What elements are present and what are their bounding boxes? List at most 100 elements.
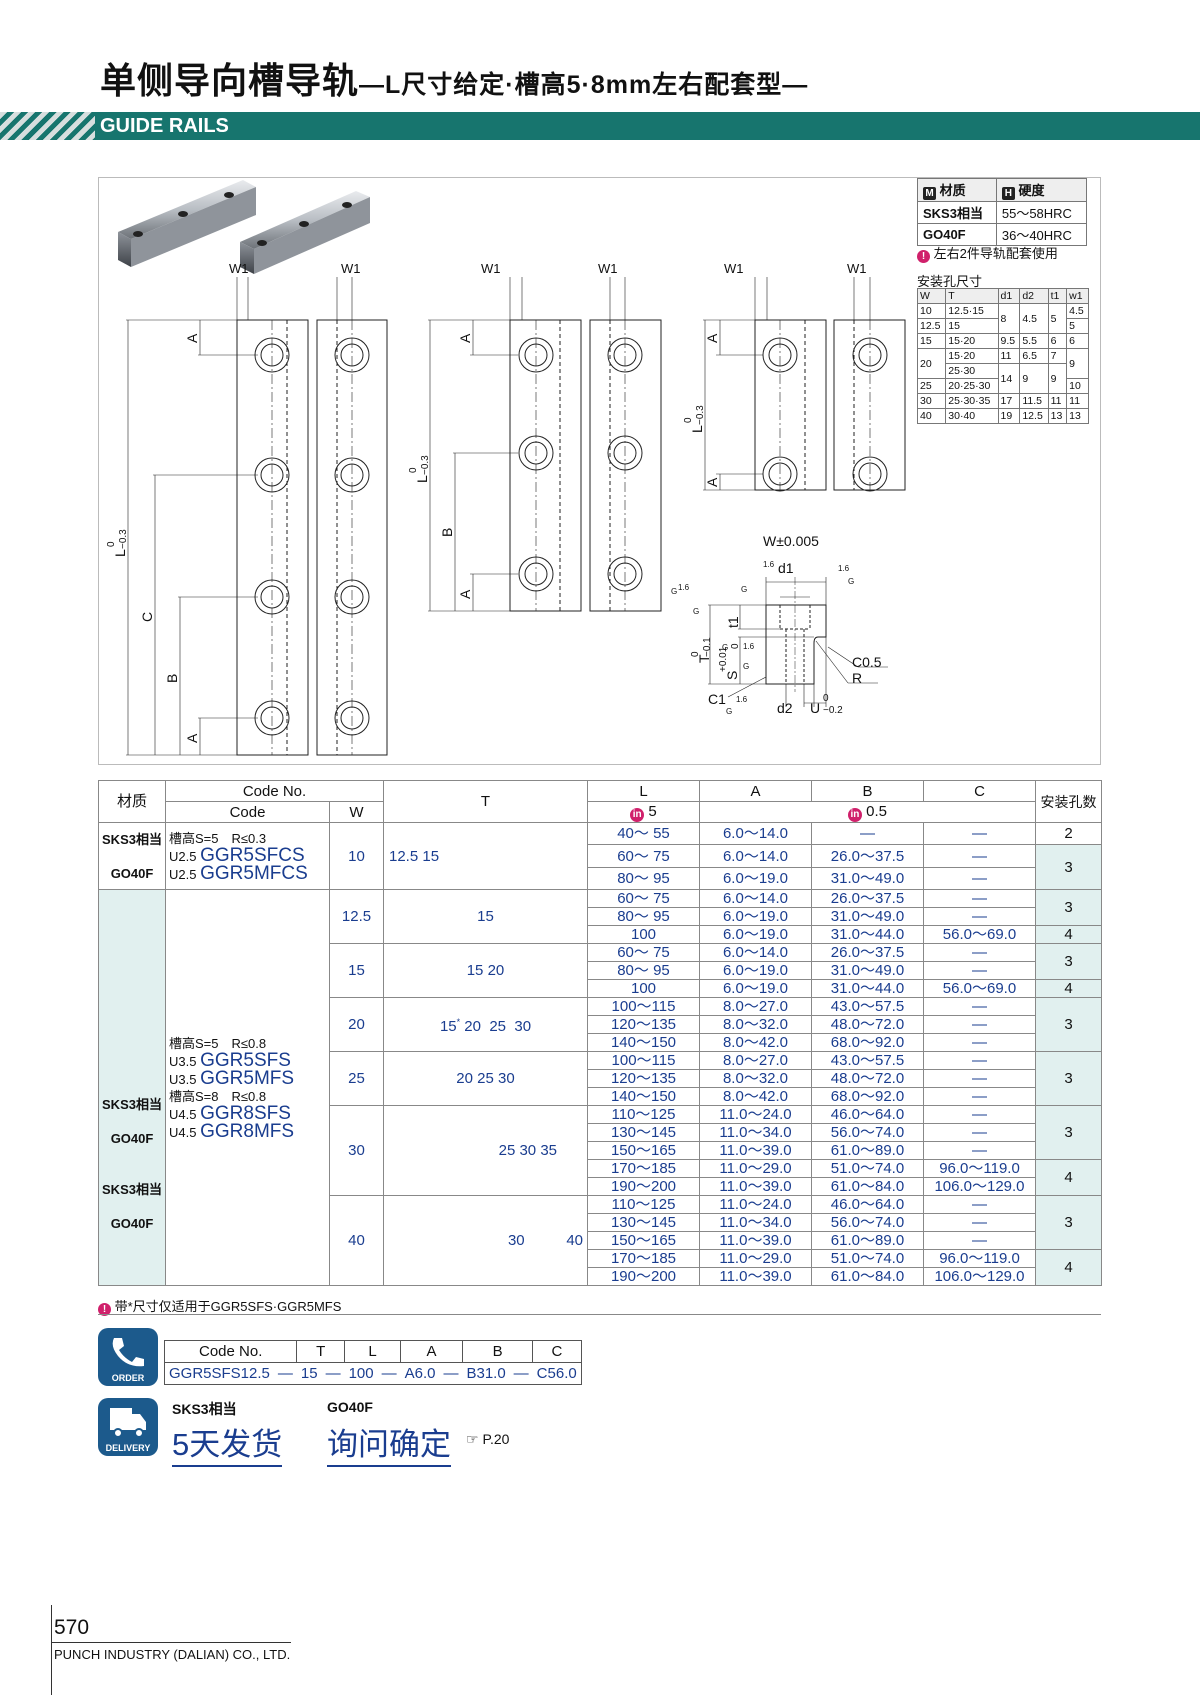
truck-icon <box>110 1408 146 1438</box>
page-title: 单侧导向槽导轨—L尺寸给定·槽高5·8mm左右配套型— <box>100 60 809 101</box>
header-t: T <box>383 780 588 823</box>
label-t-tol-top: 0 <box>690 651 701 657</box>
page-reference-link[interactable]: ☞ P.20 <box>466 1431 510 1447</box>
hole-header: W <box>916 288 947 304</box>
order-value: 100 <box>344 1362 378 1385</box>
header-code: Code <box>165 801 330 823</box>
hole-header: t1 <box>1047 288 1068 304</box>
order-separator: — <box>509 1362 533 1385</box>
label-c1: C1 <box>708 691 726 707</box>
table-row: SKS3相当 GO40F SKS3相当 GO40F 槽高S=5 R≤0.8 U3… <box>98 889 1102 1286</box>
delivery-label-sks3: SKS3相当 <box>172 1401 237 1417</box>
table-footnote: ! 带*尺寸仅适用于GGR5SFS·GGR5MFS <box>98 1296 341 1316</box>
label-u-tol-bot: −0.2 <box>823 705 843 716</box>
label-s-tol-bot: 0 <box>730 643 741 649</box>
header-b: B <box>811 780 924 802</box>
material-icon: M <box>923 187 936 200</box>
drawing-frame <box>98 177 1101 765</box>
label-w1: W1 <box>229 261 249 276</box>
hole-header: T <box>945 288 999 304</box>
material-cell: SKS3相当 <box>917 201 997 224</box>
order-example-table: Code No. T L A B C GGR5SFS12.5 — 15 — 10… <box>163 1340 582 1385</box>
hardness-icon: H <box>1001 187 1015 200</box>
label-r: R <box>852 670 862 686</box>
order-header: A <box>400 1340 463 1363</box>
label-g: G <box>726 707 732 716</box>
tolerance-icon: in <box>847 807 862 822</box>
footer-rule <box>51 1605 52 1695</box>
header-c: C <box>923 780 1036 802</box>
order-separator: — <box>273 1362 297 1385</box>
order-header: T <box>296 1340 346 1363</box>
category-bar-stripes <box>0 112 95 140</box>
label-t1: t1 <box>725 616 741 628</box>
mounting-hole <box>762 456 888 492</box>
label-w1: W1 <box>847 261 867 276</box>
label-l-tol-bot: −0.3 <box>118 529 129 549</box>
label-w1: W1 <box>598 261 618 276</box>
label-t: T <box>696 654 712 663</box>
label-l: L <box>414 475 430 483</box>
delivery-label-go40f: GO40F <box>327 1399 373 1415</box>
hardness-cell: 36～40HRC <box>995 223 1088 246</box>
label-g: G <box>722 643 728 652</box>
label-a: A <box>184 333 200 343</box>
page-subtitle: —L尺寸给定·槽高5·8mm左右配套型— <box>359 71 809 99</box>
label-b: B <box>439 528 455 537</box>
label-a: A <box>184 733 200 743</box>
header-w: W <box>329 801 384 823</box>
category-bar <box>0 112 1200 140</box>
label-c: C <box>139 612 155 622</box>
mounting-hole <box>518 556 643 592</box>
material-cell: SKS3相当 GO40F SKS3相当 GO40F <box>98 889 166 1286</box>
label-a: A <box>457 333 473 343</box>
label-roughness: 1.6 <box>743 642 755 651</box>
header-code-no: Code No. <box>165 780 384 802</box>
delivery-value-go40f: 询问确定 <box>327 1419 451 1467</box>
label-s: S <box>724 671 740 680</box>
label-d1: d1 <box>778 560 794 576</box>
label-u-tol-top: 0 <box>823 693 829 704</box>
label-l-tol-top: 0 <box>408 467 419 473</box>
mounting-hole <box>254 579 370 615</box>
label-g: G <box>671 587 677 596</box>
hole-header: d2 <box>1019 288 1049 304</box>
order-separator: — <box>321 1362 345 1385</box>
header-a: A <box>699 780 812 802</box>
label-w1: W1 <box>341 261 361 276</box>
footer-rule <box>51 1642 291 1643</box>
delivery-value-sks3: 5天发货 <box>172 1419 283 1467</box>
header-abc-tol: in 0.5 <box>699 801 1036 823</box>
pair-note: ! 左右2件导轨配套使用 <box>917 243 1058 263</box>
label-g: G <box>693 607 699 616</box>
mounting-hole <box>762 337 888 373</box>
material-cell: GO40F <box>917 223 997 246</box>
order-value: A6.0 <box>400 1362 440 1385</box>
rail-photo-left <box>118 180 256 267</box>
label-l-tol-top: 0 <box>106 541 117 547</box>
label-w1: W1 <box>724 261 744 276</box>
delivery-badge: DELIVERY <box>98 1398 158 1456</box>
label-g: G <box>741 585 747 594</box>
label-c0-5: C0.5 <box>852 654 882 670</box>
spec-table: 材质 Code No. T L A B C 安装孔数 Code W in 5 i… <box>98 780 1102 1286</box>
hole-header: w1 <box>1066 288 1089 304</box>
technical-drawing: W1 W1 W1 W1 W1 W1 A A B C L 0 −0.3 A A B… <box>106 180 906 756</box>
header-l: L <box>587 780 700 802</box>
hole-table-title: 安装孔尺寸 <box>917 274 983 289</box>
